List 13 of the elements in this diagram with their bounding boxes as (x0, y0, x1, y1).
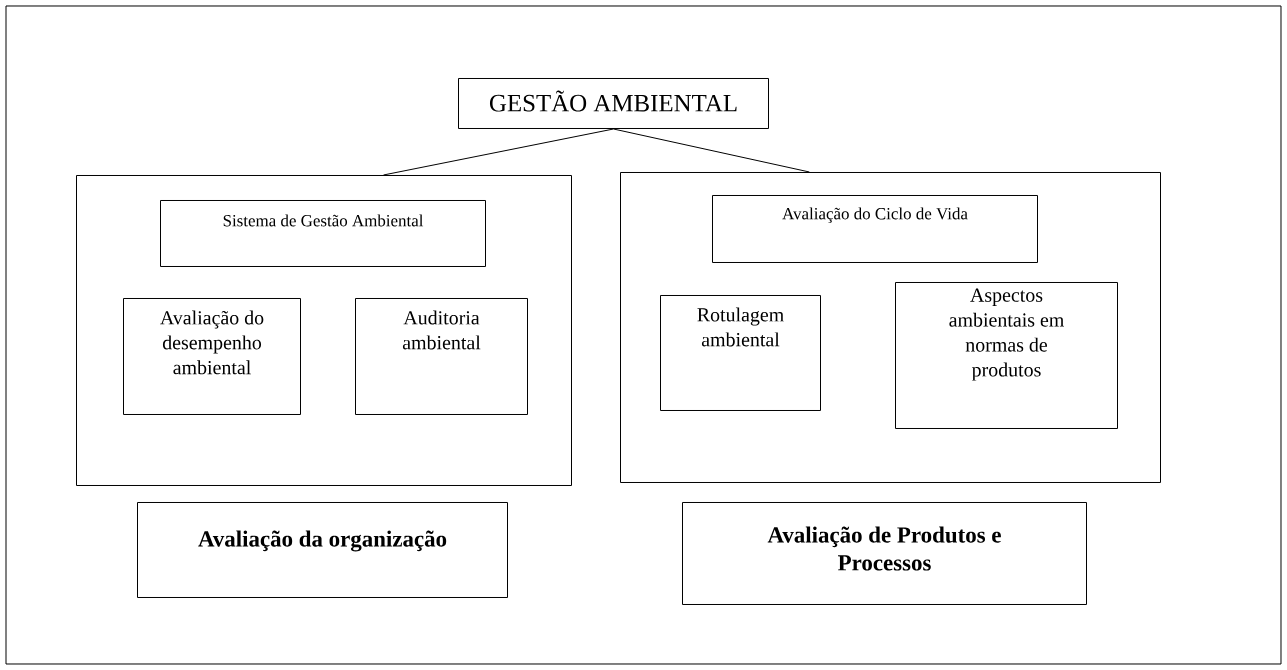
category-box: Avaliação de Produtos e Processos (682, 502, 1087, 605)
connector-line (383, 128, 614, 176)
topic-box: Avaliação do desempenho ambiental (123, 298, 301, 415)
connector-line (613, 128, 810, 173)
topic-box: Rotulagem ambiental (660, 295, 821, 411)
heading-box: GESTÃO AMBIENTAL (458, 78, 769, 129)
topic-box: Auditoria ambiental (355, 298, 528, 415)
topic-box: Aspectos ambientais em normas de produtos (895, 282, 1118, 429)
group-box (76, 175, 572, 486)
topic-box: Avaliação do Ciclo de Vida (712, 195, 1038, 263)
group-box (620, 172, 1161, 483)
topic-box: Sistema de Gestão Ambiental (160, 200, 486, 267)
category-box: Avaliação da organização (137, 502, 508, 598)
